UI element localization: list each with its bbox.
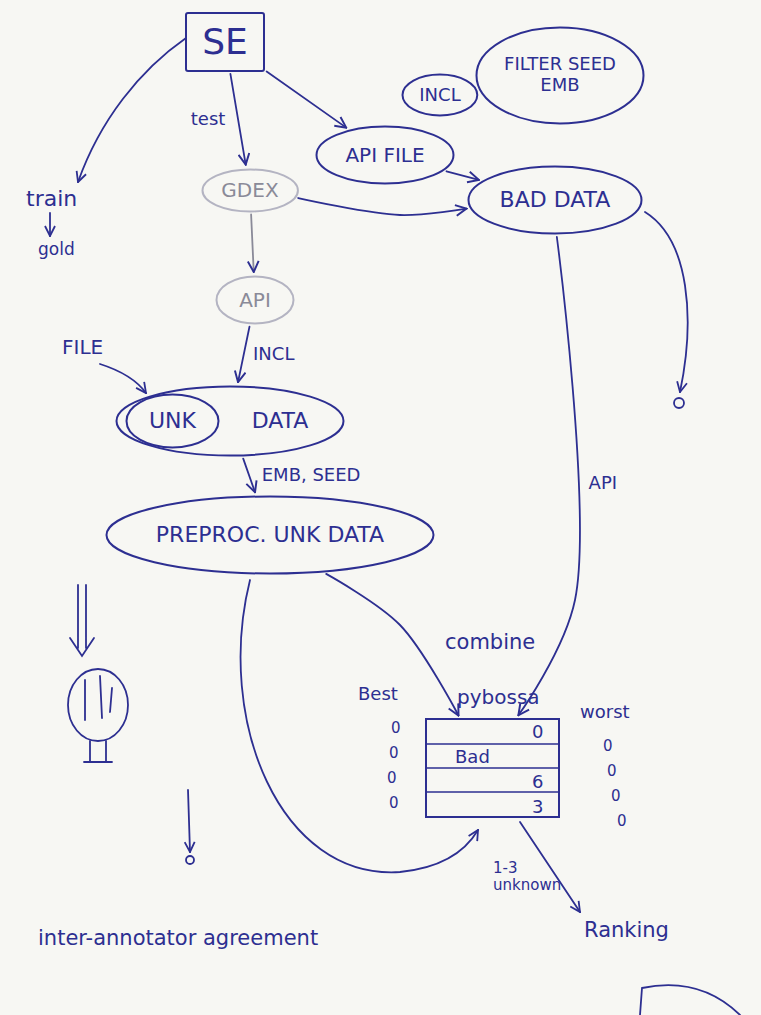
ellipse-shape xyxy=(217,277,294,324)
annotator-face xyxy=(85,676,112,720)
annotator-neck xyxy=(84,741,112,762)
ellipse-shape xyxy=(127,395,219,448)
connector xyxy=(238,327,249,382)
sketch-arc xyxy=(640,985,740,1015)
table-cell: 3 xyxy=(532,797,543,817)
vote-count: 0 xyxy=(391,720,401,737)
process-box: SE xyxy=(185,12,265,72)
connector xyxy=(298,198,466,215)
node-text: UNK xyxy=(149,408,196,433)
ellipse-shape xyxy=(317,127,454,184)
text-box: FILTER SEED EMB xyxy=(475,26,645,125)
ellipse-node: API xyxy=(215,275,295,325)
ellipse-node: FILTER SEED EMB xyxy=(475,26,645,125)
edge-label: API xyxy=(586,472,620,493)
vote-count: 0 xyxy=(387,770,397,787)
table-cell: Bad xyxy=(455,747,490,767)
text-box: GDEX xyxy=(201,168,299,213)
vote-count: 0 xyxy=(389,745,399,762)
node-text: GDEX xyxy=(221,179,278,202)
text-box: SE xyxy=(187,14,263,70)
note-label: worst xyxy=(580,702,630,723)
connector xyxy=(446,171,478,180)
ellipse-node: API FILE xyxy=(315,125,455,185)
table-rule xyxy=(427,767,558,769)
vote-count: 0 xyxy=(603,738,613,755)
note-label: FILE xyxy=(62,336,103,359)
table-rule xyxy=(427,743,558,745)
table-heading: pybossa xyxy=(457,686,540,708)
node-text: INCL xyxy=(419,85,460,106)
ellipse-node: DATA UNK xyxy=(115,385,345,457)
connector xyxy=(251,214,254,272)
node-text: PREPROC. UNK DATA xyxy=(156,522,384,547)
ellipse-shape xyxy=(469,167,642,234)
edge-label: EMB, SEED xyxy=(259,465,364,486)
note-label: gold xyxy=(38,240,75,260)
text-box: PREPROC. UNK DATA xyxy=(105,495,435,575)
connector xyxy=(230,74,245,165)
discard-arrow xyxy=(645,212,688,392)
ellipse-shape xyxy=(107,497,434,574)
ellipse-shape xyxy=(403,75,478,116)
note-label: combine xyxy=(445,630,535,654)
text-box: UNK xyxy=(125,393,220,449)
end-dot xyxy=(186,856,194,864)
ranking-arrow xyxy=(520,822,580,912)
vote-count: 0 xyxy=(607,763,617,780)
vote-count: 0 xyxy=(611,788,621,805)
vote-count: 0 xyxy=(389,795,399,812)
note-label: Best xyxy=(358,684,398,705)
vote-count: 1-3 unknown xyxy=(493,860,568,895)
ellipse-shape xyxy=(117,387,344,456)
ellipse-node: GDEX xyxy=(201,168,299,213)
ellipse-node: INCL xyxy=(401,73,479,117)
note-label: Ranking xyxy=(584,918,669,942)
annotator-head xyxy=(68,669,128,741)
connector xyxy=(267,71,347,127)
node-text: API FILE xyxy=(345,144,424,167)
text-box: BAD DATA xyxy=(467,165,643,235)
ellipse-node: UNK xyxy=(125,393,220,449)
connector xyxy=(243,459,255,493)
text-box: DATA xyxy=(215,385,345,457)
node-text: BAD DATA xyxy=(500,187,611,212)
note-label: train xyxy=(26,186,77,211)
node-text: SE xyxy=(202,21,248,62)
ellipse-shape xyxy=(477,27,644,123)
text-box: API xyxy=(215,275,295,325)
connector xyxy=(326,574,458,716)
node-text: API xyxy=(239,289,271,312)
ellipse-node: PREPROC. UNK DATA xyxy=(105,495,435,575)
text-box: INCL xyxy=(401,73,479,117)
unknown-loop xyxy=(241,580,478,872)
note-label: inter-annotator agreement xyxy=(38,926,318,950)
ellipse-shape xyxy=(202,169,297,211)
gold-arrow xyxy=(49,213,51,236)
table-cell: 0 xyxy=(532,722,543,742)
edge-label: test xyxy=(188,109,229,130)
node-text: DATA xyxy=(252,408,309,433)
vote-count: 0 xyxy=(617,813,627,830)
double-arrow xyxy=(70,585,94,656)
end-dot xyxy=(674,398,684,408)
edge-label: INCL xyxy=(250,344,297,365)
file-arrow xyxy=(100,364,146,393)
table-cell: 6 xyxy=(532,772,543,792)
text-box: API FILE xyxy=(315,125,455,185)
vote-table: pybossaBad063 xyxy=(425,718,560,818)
train-arrow xyxy=(78,38,186,182)
ellipse-node: BAD DATA xyxy=(467,165,643,235)
agreement-arrow xyxy=(188,790,190,852)
node-text: FILTER SEED EMB xyxy=(500,54,620,95)
